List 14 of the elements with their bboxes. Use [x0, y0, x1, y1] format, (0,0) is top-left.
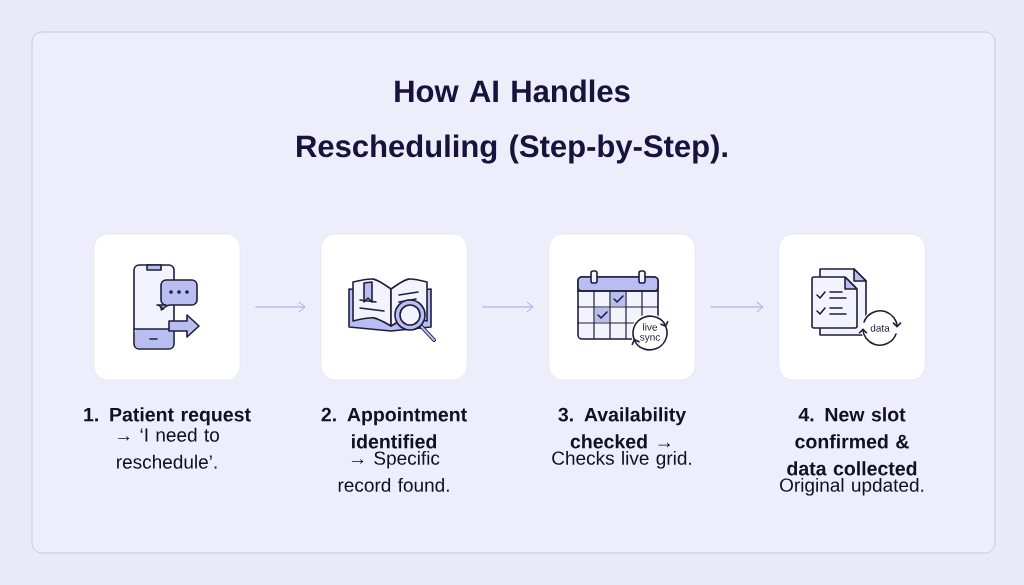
step-description: Original updated.: [780, 477, 924, 496]
arrow: [709, 301, 764, 313]
step-description: → Specific record found.: [338, 450, 449, 492]
step-heading: 4. New slot confirmed & data collected: [787, 407, 917, 476]
step-description: → ‘I need to reschedule’.: [117, 427, 219, 469]
step-description: Checks live grid.: [552, 450, 691, 469]
icon-label: data: [870, 324, 890, 332]
arrow: [481, 301, 534, 313]
step-heading: 3. Availability checked →: [558, 407, 687, 449]
step-heading: 1. Patient request: [84, 407, 251, 426]
title: How AI Handles Rescheduling (Step-by-Step).: [297, 79, 727, 164]
step-heading: 2. Appointment identified: [321, 407, 467, 449]
icon-label: live sync: [640, 323, 660, 343]
arrow: [254, 301, 306, 313]
